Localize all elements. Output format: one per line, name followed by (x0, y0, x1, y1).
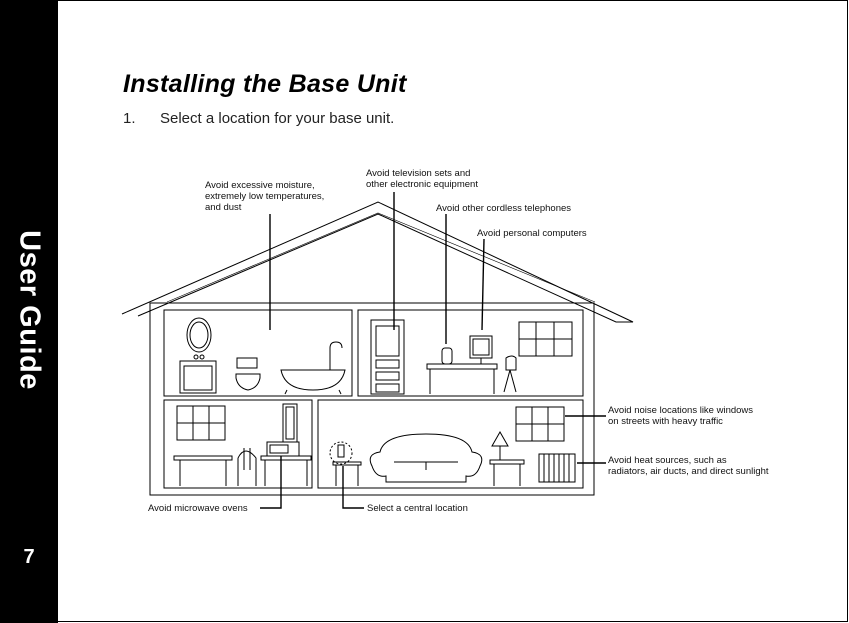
step-number: 1. (123, 110, 136, 127)
label-microwave: Avoid microwave ovens (148, 503, 248, 514)
step-text: Select a location for your base unit. (160, 110, 395, 127)
label-central-location: Select a central location (367, 503, 468, 514)
room-living (317, 399, 584, 489)
bathroom-fixtures (179, 317, 346, 395)
roof (121, 201, 634, 323)
label-moisture: Avoid excessive moisture, extremely low … (205, 180, 325, 213)
callout-lines (260, 192, 606, 509)
label-heat: Avoid heat sources, such as radiators, a… (608, 455, 769, 477)
living-room-furniture (329, 406, 576, 486)
label-computers: Avoid personal computers (477, 228, 587, 239)
page-number: 7 (23, 546, 35, 568)
office-furniture (370, 319, 573, 395)
room-office (357, 309, 584, 397)
page-border (58, 0, 848, 622)
kitchen-furniture (173, 403, 312, 486)
page-title: Installing the Base Unit (123, 70, 407, 98)
step-1: 1. Select a location for your base unit. (123, 110, 394, 127)
label-noise: Avoid noise locations like windows on st… (608, 405, 754, 427)
sidebar: User Guide 7 (0, 0, 58, 623)
house-outline (149, 302, 595, 496)
room-bathroom (163, 309, 353, 397)
label-cordless-phones: Avoid other cordless telephones (436, 203, 572, 214)
room-kitchen (163, 399, 313, 489)
label-television: Avoid television sets and other electron… (366, 168, 478, 190)
